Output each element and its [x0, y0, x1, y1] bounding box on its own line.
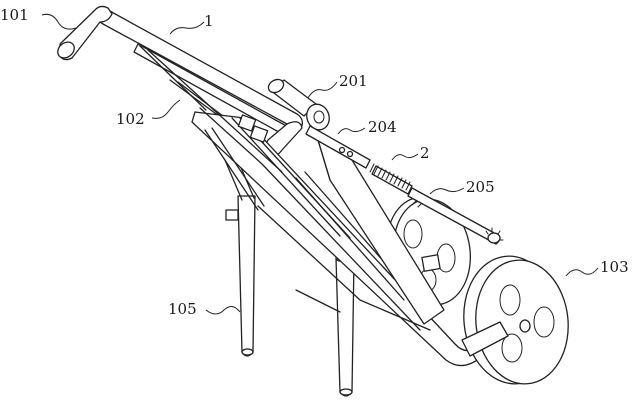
label-1: 1: [204, 12, 214, 30]
reference-labels: 101 1 201 102 204 2 205 103 105: [0, 6, 629, 318]
main-frame: [57, 5, 481, 367]
label-2: 2: [420, 144, 430, 162]
telescoping-rod: [305, 125, 504, 245]
label-105: 105: [168, 300, 197, 318]
label-204: 204: [368, 118, 397, 136]
label-103: 103: [600, 258, 629, 276]
label-205: 205: [466, 178, 495, 196]
front-wheel: [461, 255, 569, 385]
label-102: 102: [116, 110, 145, 128]
motor-cylinder: [267, 78, 330, 131]
leader-lines: [41, 13, 599, 315]
label-201: 201: [339, 72, 368, 90]
label-101: 101: [0, 6, 29, 24]
